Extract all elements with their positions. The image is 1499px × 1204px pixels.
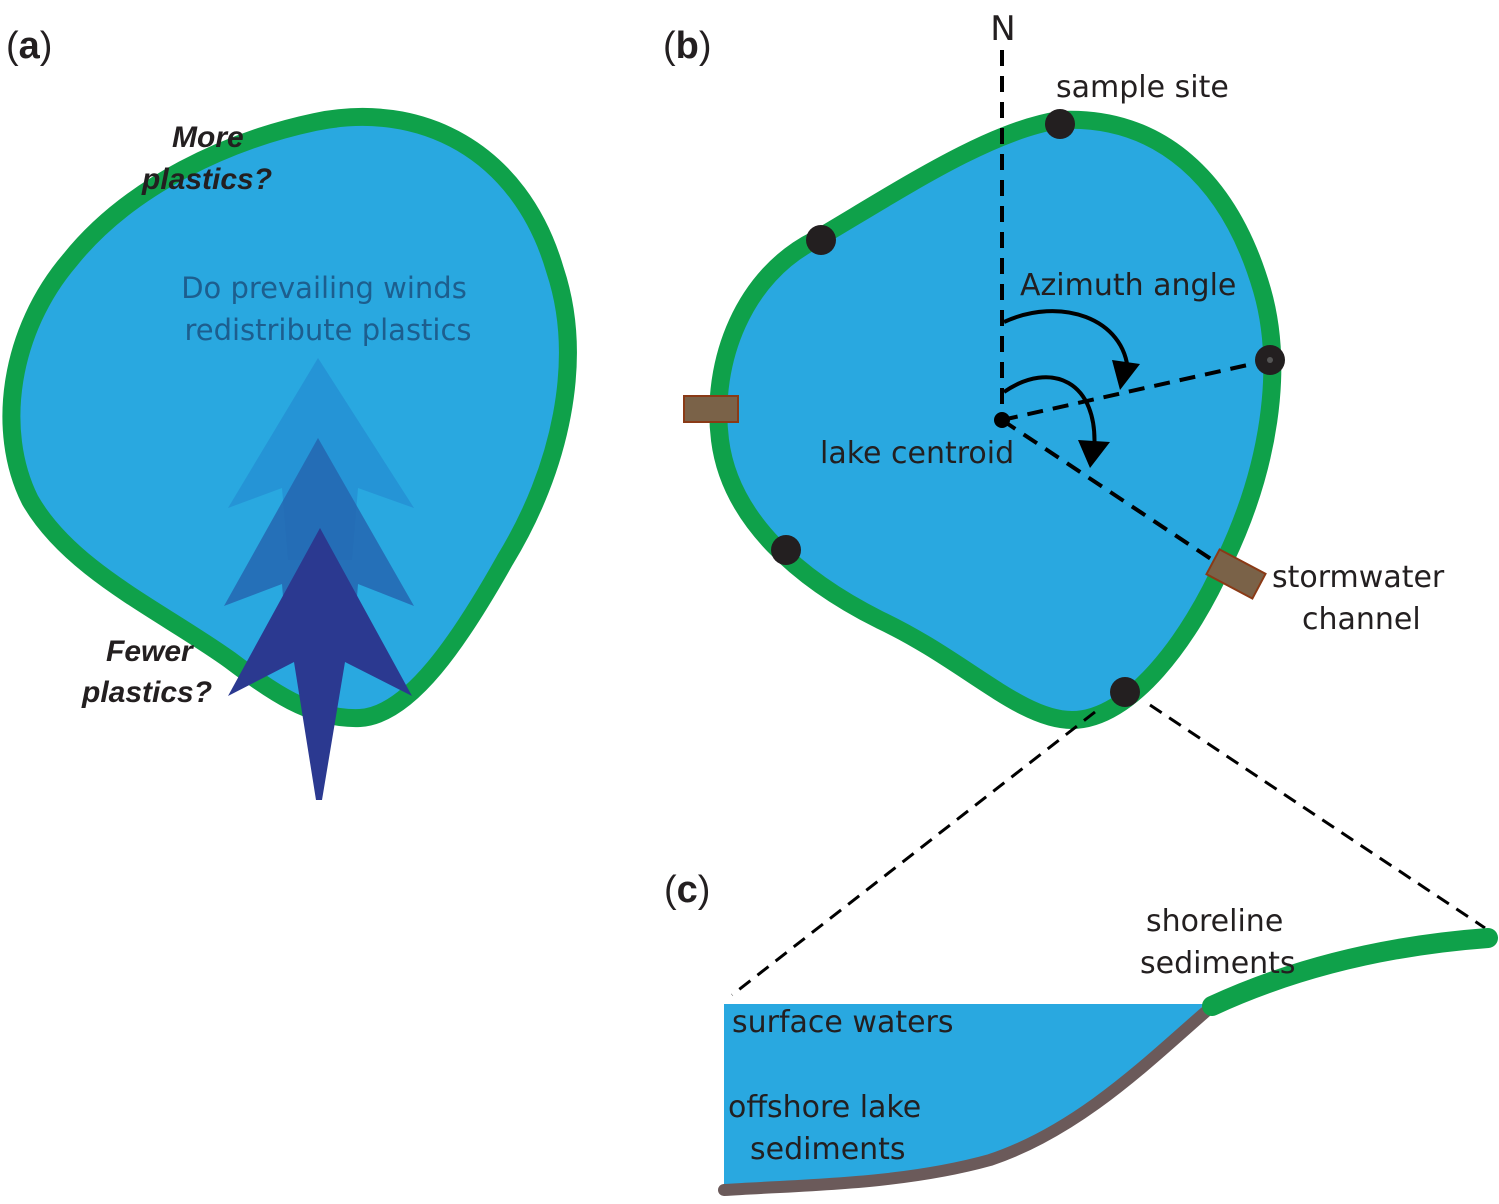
panel-b-label: (b)	[663, 25, 712, 67]
stormwater-channel-southeast	[1205, 548, 1267, 600]
lake-bed-sediment	[718, 1002, 1216, 1196]
azimuth-arrowhead-outer	[1112, 360, 1140, 390]
zoom-line-left	[731, 710, 1096, 997]
stormwater-channel-west	[683, 395, 739, 423]
water-cross-section	[724, 1004, 1205, 1190]
sample-site-center	[1267, 357, 1273, 363]
panel-a-label: (a)	[6, 25, 52, 67]
panel-c: (c) shoreline sediments surface waters o…	[664, 869, 1498, 1196]
shoreline-sediments-line2: sediments	[1140, 946, 1296, 981]
lake-centroid-label: lake centroid	[820, 436, 1014, 471]
stormwater-channel-label-line2: channel	[1302, 602, 1421, 637]
panel-a: (a) Do prevailing winds redistribute pla…	[2, 25, 577, 800]
azimuth-arc-inner	[1002, 375, 1097, 453]
sample-site-label: sample site	[1056, 70, 1229, 105]
panel-b: (b) N sample site Azimuth angle lake cen…	[663, 9, 1445, 729]
azimuth-arc-outer	[1003, 309, 1130, 373]
sample-site-dot	[1045, 109, 1075, 139]
more-plastics-line2: plastics?	[141, 163, 272, 196]
azimuth-angle-label: Azimuth angle	[1020, 268, 1236, 303]
offshore-sediments-line2: sediments	[750, 1132, 906, 1167]
lake-centroid-dot	[994, 412, 1010, 428]
surface-waters-label: surface waters	[732, 1005, 954, 1040]
stormwater-channel-label-line1: stormwater	[1272, 560, 1445, 595]
fewer-plastics-line1: Fewer	[106, 635, 195, 668]
azimuth-arrowhead-inner	[1078, 440, 1110, 468]
shoreline-sediments-line1: shoreline	[1146, 904, 1283, 939]
sample-site-dot	[1110, 677, 1140, 707]
offshore-sediments-line1: offshore lake	[728, 1090, 921, 1125]
sample-site-dot	[806, 225, 836, 255]
north-label: N	[990, 9, 1015, 49]
more-plastics-line1: More	[172, 121, 244, 154]
bearing-line-east	[1001, 358, 1271, 422]
wind-question-line2: redistribute plastics	[184, 313, 471, 347]
panel-c-label: (c)	[664, 869, 710, 911]
bearing-line-southeast	[1000, 418, 1237, 577]
wind-arrow-dark	[228, 528, 412, 800]
shoreline-sediment	[1202, 928, 1498, 1016]
fewer-plastics-line2: plastics?	[81, 676, 212, 709]
sample-site-dot	[771, 535, 801, 565]
wind-question-line1: Do prevailing winds	[181, 271, 467, 305]
zoom-line-right	[1149, 703, 1486, 930]
